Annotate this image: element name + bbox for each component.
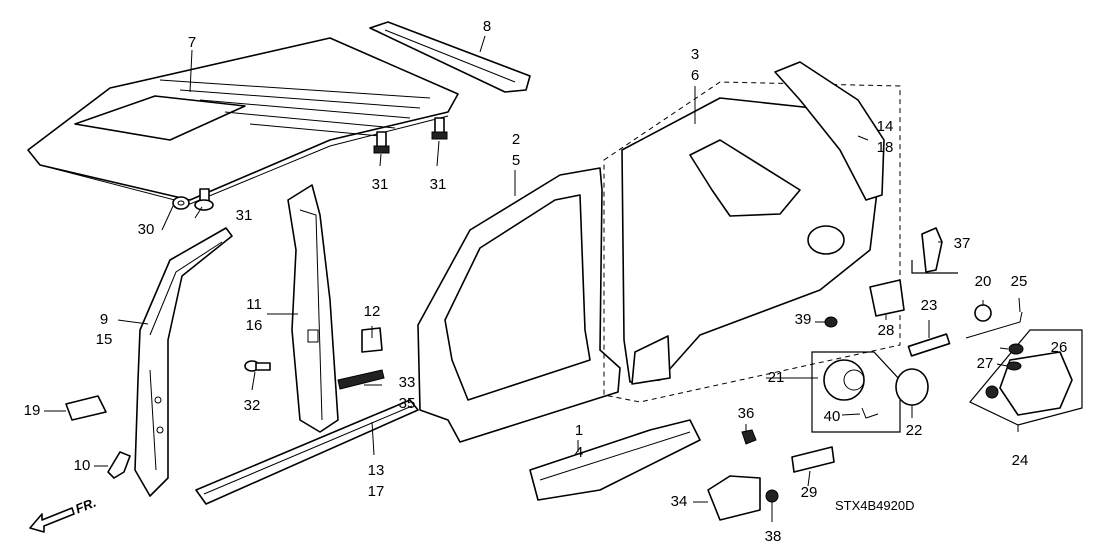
rear-roof-rail — [369, 21, 531, 93]
sill-outer — [529, 419, 701, 501]
callout-40: 40 — [823, 408, 841, 425]
callout-32: 32 — [243, 397, 261, 414]
callout-9: 9 — [99, 311, 109, 328]
callout-15: 15 — [95, 331, 113, 348]
roof-fasteners — [172, 117, 448, 211]
callout-3: 3 — [690, 46, 700, 63]
callout-36: 36 — [737, 405, 755, 422]
fuel-lid-actuator — [907, 333, 951, 357]
callout-27: 27 — [976, 355, 994, 372]
callout-37: 37 — [953, 235, 971, 252]
callout-28: 28 — [877, 322, 895, 339]
callout-13: 13 — [367, 462, 385, 479]
callout-35: 35 — [398, 395, 416, 412]
diagram-code: STX4B4920D — [835, 498, 915, 513]
callout-34: 34 — [670, 493, 688, 510]
fuel-lid-housing-group — [811, 351, 901, 433]
callout-19: 19 — [23, 402, 41, 419]
callout-30: 30 — [137, 221, 155, 238]
a-pillar-inner — [134, 227, 233, 497]
nut-39 — [824, 316, 838, 328]
callout-39: 39 — [794, 311, 812, 328]
bolt — [244, 360, 271, 372]
callout-38: 38 — [764, 528, 782, 545]
bolt-38 — [765, 489, 779, 503]
callout-29: 29 — [800, 484, 818, 501]
callout-33: 33 — [398, 374, 416, 391]
callout-31-b: 31 — [429, 176, 447, 193]
housing-cover — [869, 279, 905, 317]
fuel-lid — [895, 368, 929, 406]
callout-21: 21 — [767, 369, 785, 386]
callout-6: 6 — [690, 67, 700, 84]
outer-side-panel — [417, 167, 621, 443]
callout-2: 2 — [511, 131, 521, 148]
callout-7: 7 — [187, 34, 197, 51]
callout-25: 25 — [1010, 273, 1028, 290]
rear-pillar-reinforcement — [774, 61, 885, 201]
lower-bracket — [65, 395, 107, 421]
reinforcement-plate — [337, 369, 385, 390]
callout-24: 24 — [1011, 452, 1029, 469]
nut-36 — [741, 429, 757, 445]
callout-12: 12 — [363, 303, 381, 320]
side-sill-inner — [195, 399, 419, 505]
callout-16: 16 — [245, 317, 263, 334]
b-pillar — [287, 184, 339, 433]
callout-18: 18 — [876, 139, 894, 156]
pillar-clip — [107, 451, 131, 479]
callout-1: 1 — [574, 422, 584, 439]
small-clip — [361, 327, 383, 353]
callout-20: 20 — [974, 273, 992, 290]
front-arrow — [29, 507, 75, 533]
fuel-lid-clip — [911, 227, 958, 274]
callout-17: 17 — [367, 483, 385, 500]
callout-26: 26 — [1050, 339, 1068, 356]
callout-14: 14 — [876, 118, 894, 135]
callout-23: 23 — [920, 297, 938, 314]
roof-panel — [27, 37, 459, 205]
callout-5: 5 — [511, 152, 521, 169]
leader-lines — [44, 35, 1021, 522]
lower-bracket-34 — [707, 475, 761, 521]
callout-31-c: 31 — [235, 207, 253, 224]
callout-10: 10 — [73, 457, 91, 474]
callout-8: 8 — [482, 18, 492, 35]
callout-4: 4 — [574, 444, 584, 461]
callout-11: 11 — [246, 296, 262, 313]
callout-31-a: 31 — [371, 176, 389, 193]
spring-and-rod — [965, 304, 1023, 339]
sealing-tape — [791, 446, 835, 473]
callout-22: 22 — [905, 422, 923, 439]
latch-group — [969, 329, 1083, 426]
